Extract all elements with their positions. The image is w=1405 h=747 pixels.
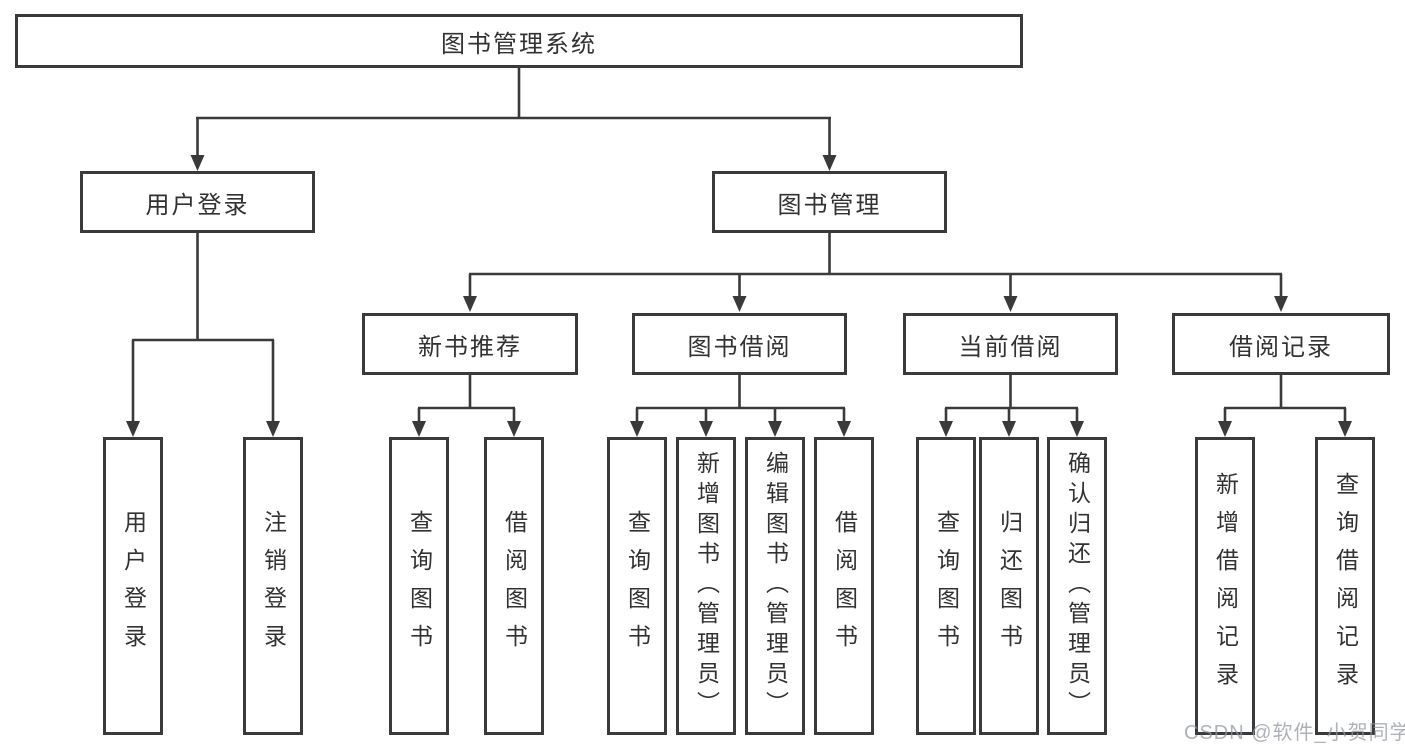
leaf-label: 查询借阅记录 bbox=[1332, 472, 1359, 700]
leaf-logout: 注销登录 bbox=[243, 437, 303, 735]
leaf-borrow-books: 借阅图书 bbox=[814, 437, 874, 735]
leaf-label: 确认归还（管理员） bbox=[1064, 451, 1091, 721]
leaf-query-books-current: 查询图书 bbox=[916, 437, 976, 735]
leaf-borrow-books-recommend: 借阅图书 bbox=[484, 437, 544, 735]
node-book-management-system: 图书管理系统 bbox=[15, 14, 1023, 68]
leaf-label: 借阅图书 bbox=[831, 510, 858, 662]
leaf-label: 查询图书 bbox=[624, 510, 651, 662]
leaf-query-books-borrowing: 查询图书 bbox=[607, 437, 667, 735]
leaf-label: 编辑图书（管理员） bbox=[762, 451, 789, 721]
leaf-user-login: 用户登录 bbox=[103, 437, 163, 735]
leaf-return-books: 归还图书 bbox=[979, 437, 1039, 735]
csdn-watermark: CSDN @软件_小贺同学 bbox=[1184, 722, 1405, 744]
leaf-label: 借阅图书 bbox=[501, 510, 528, 662]
leaf-label: 归还图书 bbox=[996, 510, 1023, 662]
node-book-borrowing: 图书借阅 bbox=[632, 313, 847, 375]
leaf-label: 用户登录 bbox=[120, 510, 147, 662]
node-current-borrowing: 当前借阅 bbox=[903, 313, 1118, 375]
leaf-label: 注销登录 bbox=[260, 510, 287, 662]
leaf-add-books-admin: 新增图书（管理员） bbox=[676, 437, 736, 735]
node-label: 用户登录 bbox=[145, 191, 250, 219]
node-label: 图书借阅 bbox=[687, 333, 792, 361]
node-label: 图书管理 bbox=[777, 191, 882, 219]
node-label: 图书管理系统 bbox=[441, 30, 597, 58]
leaf-add-borrow-record: 新增借阅记录 bbox=[1195, 437, 1255, 735]
leaf-confirm-return-admin: 确认归还（管理员） bbox=[1047, 437, 1107, 735]
node-new-book-recommend: 新书推荐 bbox=[362, 313, 578, 375]
leaf-edit-books-admin: 编辑图书（管理员） bbox=[745, 437, 805, 735]
node-label: 当前借阅 bbox=[958, 333, 1063, 361]
leaf-label: 新增借阅记录 bbox=[1212, 472, 1239, 700]
node-user-login: 用户登录 bbox=[80, 171, 315, 233]
node-book-management: 图书管理 bbox=[712, 171, 947, 233]
node-label: 借阅记录 bbox=[1229, 333, 1333, 361]
leaf-query-books-recommend: 查询图书 bbox=[389, 437, 449, 735]
node-label: 新书推荐 bbox=[418, 333, 522, 361]
leaf-label: 查询图书 bbox=[933, 510, 960, 662]
leaf-query-borrow-record: 查询借阅记录 bbox=[1315, 437, 1375, 735]
leaf-label: 查询图书 bbox=[406, 510, 433, 662]
leaf-label: 新增图书（管理员） bbox=[693, 451, 720, 721]
node-borrow-records: 借阅记录 bbox=[1172, 313, 1390, 375]
